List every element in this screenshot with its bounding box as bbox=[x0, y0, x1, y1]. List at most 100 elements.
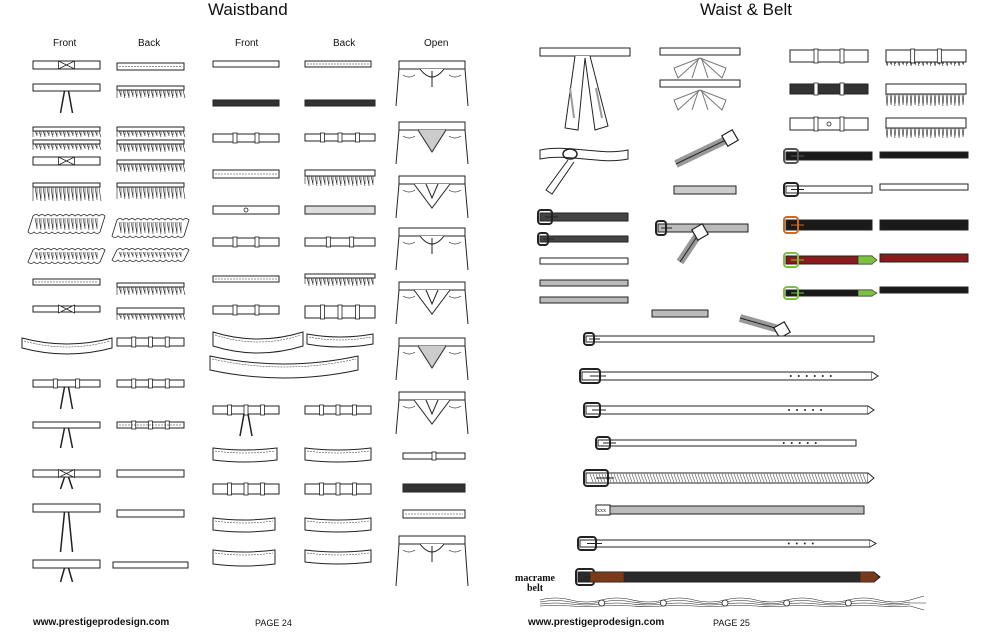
belt-buckle-b2 bbox=[879, 183, 969, 191]
wb-front-10 bbox=[32, 304, 101, 314]
belt-bar-6 bbox=[885, 117, 967, 139]
wb-front2-14 bbox=[212, 517, 276, 533]
wb-back-6 bbox=[116, 182, 186, 200]
belt-ring-2 bbox=[676, 222, 710, 265]
wb-back2-1 bbox=[304, 60, 372, 68]
page25-website[interactable]: www.prestigeprodesign.com bbox=[528, 617, 665, 628]
wb-back-9 bbox=[116, 282, 186, 296]
wb-back-13 bbox=[116, 420, 185, 430]
wb-front2-8 bbox=[212, 304, 280, 316]
macrame-label: macrame belt bbox=[515, 573, 555, 594]
long-belt-1 bbox=[583, 332, 875, 346]
wb-front2-4 bbox=[212, 169, 280, 179]
wb-open-10 bbox=[402, 509, 466, 519]
page25-number: PAGE 25 bbox=[713, 618, 750, 628]
belt-buckle-a3 bbox=[783, 216, 873, 234]
wb-front2-5 bbox=[212, 205, 280, 215]
belt-buckle-a4 bbox=[783, 252, 878, 268]
wb-back-12 bbox=[116, 378, 185, 389]
wb-front-3 bbox=[32, 126, 102, 138]
wb-back2-12 bbox=[304, 447, 372, 463]
wb-front2-3 bbox=[212, 132, 280, 144]
long-belt-4 bbox=[595, 436, 857, 450]
pants-open-7 bbox=[395, 391, 469, 435]
wb-front2-12 bbox=[212, 447, 278, 463]
belt-buckle-b3 bbox=[879, 219, 969, 231]
pants-open-3 bbox=[395, 175, 469, 219]
wb-back-16 bbox=[112, 561, 189, 569]
wb-back-14 bbox=[116, 469, 185, 478]
page24-title: Waistband bbox=[208, 0, 288, 19]
belt-bar-5 bbox=[789, 116, 869, 132]
wb-back-1 bbox=[116, 62, 185, 71]
col-header-front-1: Front bbox=[53, 38, 77, 49]
belt-buckle-b4 bbox=[879, 253, 969, 263]
wb-back-11 bbox=[116, 336, 185, 348]
belt-clip-3 bbox=[651, 309, 709, 318]
page24-number: PAGE 24 bbox=[255, 618, 292, 628]
long-belt-6: xxx bbox=[595, 504, 865, 516]
wb-back-10 bbox=[116, 307, 186, 321]
col-header-back-2: Back bbox=[333, 38, 356, 49]
wb-back-2 bbox=[116, 85, 186, 99]
belt-buckle-b1 bbox=[879, 151, 969, 159]
wb-front2-10 bbox=[209, 355, 359, 379]
pants-open-4 bbox=[395, 227, 469, 271]
wb-front2-6 bbox=[212, 236, 280, 248]
belt-bow-1 bbox=[659, 47, 741, 79]
belt-buckle-a2 bbox=[783, 182, 873, 197]
wb-front-11 bbox=[21, 337, 113, 355]
wb-front-4 bbox=[32, 139, 102, 151]
long-belt-3 bbox=[583, 402, 875, 418]
belt-sash-2 bbox=[539, 147, 629, 195]
wb-open-9 bbox=[402, 483, 466, 493]
wb-front-7 bbox=[27, 214, 106, 234]
belt-buckle-a5 bbox=[783, 286, 878, 300]
belt-strap-2 bbox=[537, 232, 629, 246]
wb-front-5 bbox=[32, 156, 101, 166]
wb-front-13 bbox=[32, 421, 101, 449]
macrame-belt bbox=[539, 595, 926, 611]
wb-front-6 bbox=[32, 182, 102, 202]
wb-front2-9 bbox=[212, 331, 304, 354]
wb-front-8 bbox=[27, 248, 106, 264]
pants-open-5 bbox=[395, 281, 469, 325]
wb-back2-3 bbox=[304, 132, 376, 143]
pants-open-2 bbox=[395, 121, 469, 165]
wb-back-7 bbox=[111, 218, 190, 238]
wb-front-2 bbox=[32, 83, 101, 114]
svg-text:xxx: xxx bbox=[597, 508, 606, 514]
wb-front-14 bbox=[32, 468, 101, 490]
pants-open-1 bbox=[395, 60, 469, 107]
wb-back2-6 bbox=[304, 236, 376, 248]
wb-front2-7 bbox=[212, 275, 280, 283]
wb-back-5 bbox=[116, 159, 186, 173]
wb-back2-15 bbox=[304, 549, 372, 565]
pants-open-11 bbox=[395, 535, 469, 587]
wb-back2-2 bbox=[304, 99, 376, 107]
belt-buckle-b5 bbox=[879, 286, 969, 294]
wb-back2-14 bbox=[304, 517, 372, 533]
wb-back-8 bbox=[111, 248, 190, 262]
wb-front-15 bbox=[32, 503, 101, 553]
wb-front2-13 bbox=[212, 482, 280, 496]
belt-strap-1 bbox=[537, 209, 629, 225]
wb-back2-8 bbox=[304, 304, 376, 320]
belt-clip-2 bbox=[673, 185, 737, 195]
belt-bar-4 bbox=[885, 83, 967, 107]
belt-clip-1 bbox=[674, 128, 740, 168]
wb-back2-9 bbox=[306, 333, 374, 348]
page24-website[interactable]: www.prestigeprodesign.com bbox=[33, 617, 170, 628]
long-belt-7 bbox=[577, 536, 877, 551]
belt-bar-2 bbox=[885, 48, 967, 67]
wb-back2-13 bbox=[304, 482, 372, 496]
belt-strap-3 bbox=[539, 257, 629, 265]
col-header-open: Open bbox=[424, 38, 449, 49]
belt-bar-3 bbox=[789, 82, 869, 96]
wb-front2-11 bbox=[212, 404, 280, 437]
long-belt-5 bbox=[583, 469, 875, 487]
wb-front2-1 bbox=[212, 60, 280, 68]
belt-strap-4 bbox=[539, 279, 629, 287]
page25-title: Waist & Belt bbox=[700, 0, 792, 19]
